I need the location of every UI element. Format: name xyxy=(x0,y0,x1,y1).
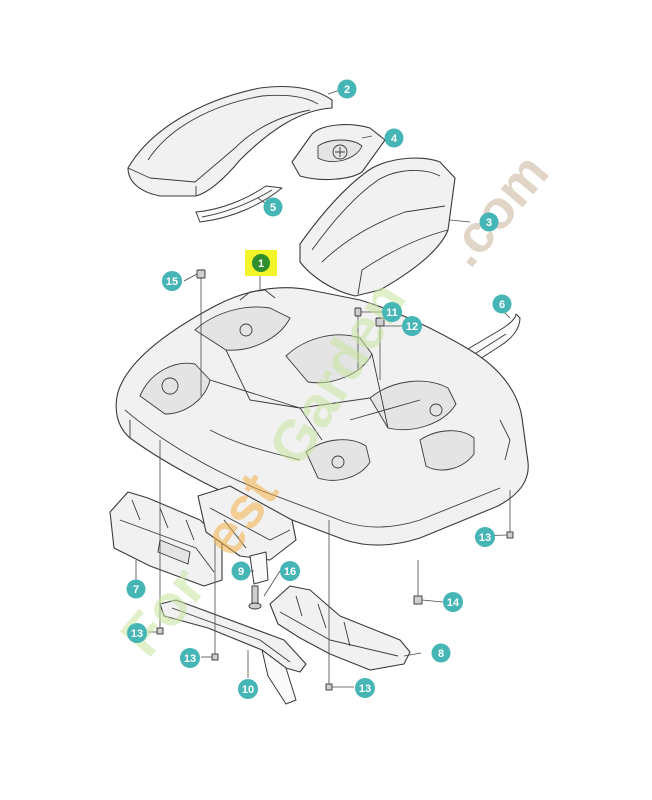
screw-15 xyxy=(196,269,206,279)
callout-label: 13 xyxy=(479,532,491,544)
callout-label: 1 xyxy=(258,258,264,270)
callout-2: 2 xyxy=(337,79,357,99)
callout-15: 15 xyxy=(162,271,182,291)
callout-3: 3 xyxy=(479,212,499,232)
callout-9: 9 xyxy=(231,561,251,581)
screw-14 xyxy=(413,595,423,605)
callout-8: 8 xyxy=(431,643,451,663)
screw-13-mid xyxy=(211,653,219,661)
callout-label: 5 xyxy=(270,202,276,214)
callout-6: 6 xyxy=(492,294,512,314)
callout-label: 15 xyxy=(166,276,178,288)
screw-13-right xyxy=(506,531,514,539)
leader-lines xyxy=(135,89,511,688)
callout-7: 7 xyxy=(126,579,146,599)
callout-1-highlighted: 1 xyxy=(245,250,277,276)
part-7-left-side-bracket xyxy=(109,491,223,587)
callout-label: 16 xyxy=(284,566,296,578)
callout-5: 5 xyxy=(263,197,283,217)
callout-label: 4 xyxy=(391,133,398,145)
part-3-rear-cover xyxy=(299,157,456,297)
callout-12: 12 xyxy=(402,316,422,336)
part-9-clip xyxy=(249,551,269,585)
callout-label: 13 xyxy=(131,628,143,640)
callout-label: 10 xyxy=(242,684,254,696)
callout-16: 16 xyxy=(280,561,300,581)
callout-label: 12 xyxy=(406,321,418,333)
part-5-trim-strip xyxy=(195,185,283,223)
callout-label: 13 xyxy=(184,653,196,665)
callout-13-right: 13 xyxy=(475,527,495,547)
callout-label: 13 xyxy=(359,683,371,695)
part-4-emblem-cover xyxy=(291,124,386,180)
callout-label: 2 xyxy=(344,84,350,96)
callout-13-left: 13 xyxy=(127,623,147,643)
callout-label: 6 xyxy=(499,299,505,311)
callout-label: 8 xyxy=(438,648,444,660)
callout-label: 3 xyxy=(486,217,492,229)
callout-label: 14 xyxy=(447,597,460,609)
callout-11: 11 xyxy=(382,302,402,322)
callout-10: 10 xyxy=(238,679,258,699)
part-2-hood-cover xyxy=(127,85,333,197)
part-8-right-side-bracket xyxy=(269,585,411,671)
part-10-bottom-bracket xyxy=(159,599,307,705)
callout-13-bottom: 13 xyxy=(355,678,375,698)
callout-label: 11 xyxy=(386,307,398,319)
highlight-dot xyxy=(252,254,270,272)
callout-label: 7 xyxy=(133,584,139,596)
part-1-main-chassis xyxy=(115,287,529,546)
callout-label: 9 xyxy=(238,566,244,578)
watermark-part-4: .com xyxy=(433,143,560,278)
callout-4: 4 xyxy=(384,128,404,148)
screw-13-bottom xyxy=(325,683,333,691)
callout-14: 14 xyxy=(443,592,463,612)
callout-13-mid: 13 xyxy=(180,648,200,668)
part-16-bolt xyxy=(248,585,262,610)
part-center-bracket xyxy=(197,485,297,561)
